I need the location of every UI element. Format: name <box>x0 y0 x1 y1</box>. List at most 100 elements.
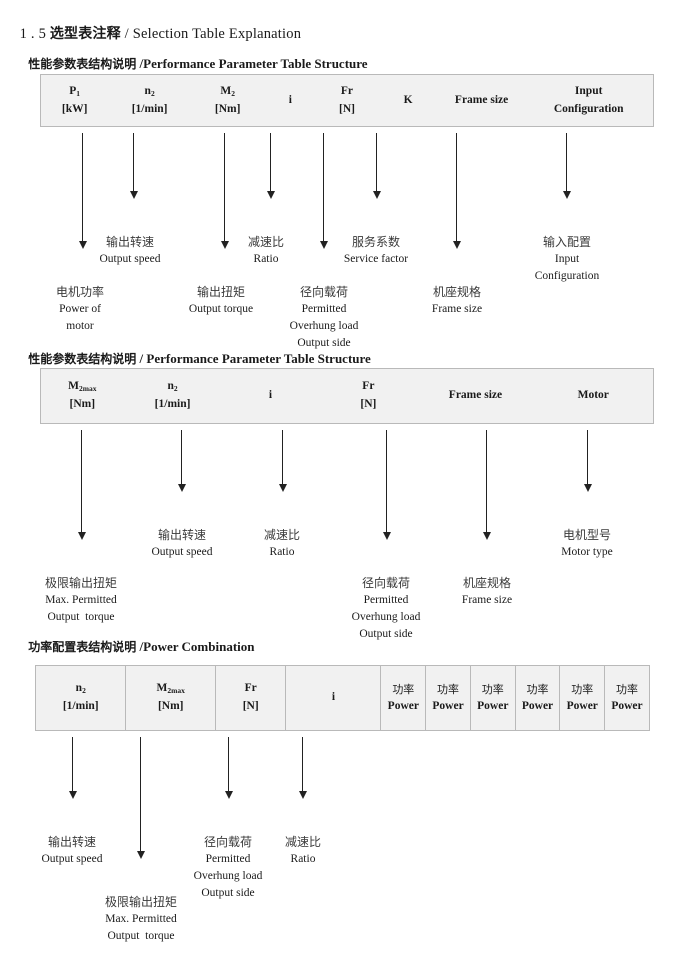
note-output-speed-3-cn: 输出转速 <box>47 834 96 849</box>
table-header-symbol: Fr <box>340 84 354 97</box>
performance-parameter-table-1: P1 [kW] n2[1/min] M2 [Nm] i Fr [N] K Frame size In… <box>40 74 654 127</box>
table-header-cell: M2max[Nm] <box>41 369 124 423</box>
table-header-cell: Motor <box>534 369 653 423</box>
table-header-symbol: P1 <box>69 84 81 98</box>
table-header-symbol: Frame size <box>448 389 503 402</box>
table-header-unit: Configuration <box>553 102 624 115</box>
note-output-speed-3-en: Output speed <box>41 852 103 865</box>
arrow-to-note-overhung-load-2 <box>382 430 391 540</box>
note-input-configuration-cn: 输入配置 <box>542 234 591 249</box>
section-heading-1-sep: / <box>136 56 144 71</box>
table-header-symbol: M2 <box>220 84 235 98</box>
section-heading-1-en: Performance Parameter Table Structure <box>143 56 368 71</box>
note-input-configuration-en: Input Configuration <box>534 252 600 282</box>
section-heading-3-sep: / <box>136 639 144 654</box>
table-header-unit: [1/min] <box>154 398 191 410</box>
arrow-to-note-output-torque <box>220 133 229 249</box>
arrow-to-note-output-speed-2 <box>177 430 186 492</box>
note-output-speed-2-cn: 输出转速 <box>157 527 206 542</box>
table-header-unit: [Nm] <box>214 102 241 115</box>
table-header-cell: M2 [Nm] <box>191 75 264 126</box>
table-header-symbol: K <box>403 93 413 106</box>
table-header-symbol: 功率 <box>526 682 549 696</box>
note-ratio-3-cn: 减速比 <box>284 834 321 849</box>
note-output-torque-cn: 输出扭矩 <box>196 284 245 299</box>
table-header-symbol: i <box>268 389 273 402</box>
table-header-unit: Power <box>387 699 419 712</box>
arrow-to-note-motor-type <box>583 430 592 492</box>
page-title-en: Selection Table Explanation <box>132 26 302 42</box>
table-header-symbol: M2max <box>68 380 97 394</box>
arrow-to-note-ratio <box>266 133 275 199</box>
table-header-symbol: Input <box>574 84 603 97</box>
page-title: 1 . 5 选型表注释 / Selection Table Explanatio… <box>12 6 301 43</box>
note-input-configuration: 输入配置 Input Configuration <box>511 198 623 302</box>
note-output-speed-1: 输出转速 Output speed <box>74 198 186 285</box>
note-output-torque-en: Output torque <box>188 302 254 315</box>
table-header-unit: Power <box>432 699 464 712</box>
note-max-output-torque-2-cn: 极限输出扭矩 <box>104 894 177 909</box>
note-frame-size-2-cn: 机座规格 <box>462 575 511 590</box>
note-overhung-load-1-cn: 径向载荷 <box>299 284 348 299</box>
table-header-unit: Power <box>611 699 643 712</box>
arrow-to-note-input-configuration <box>562 133 571 199</box>
table-header-symbol: Frame size <box>454 93 509 106</box>
note-motor-type-cn: 电机型号 <box>562 527 611 542</box>
note-frame-size-1-en: Frame size <box>431 302 483 315</box>
table-header-symbol: Fr <box>362 380 375 393</box>
table-header-symbol: Motor <box>577 389 609 402</box>
note-output-speed-1-cn: 输出转速 <box>105 234 154 249</box>
table-header-unit: Power <box>477 699 509 712</box>
table-header-symbol: i <box>331 691 336 704</box>
table-header-cell: Frame size <box>417 369 533 423</box>
section-heading-1-cn: 性能参数表结构说明 <box>28 57 137 71</box>
note-output-speed-1-en: Output speed <box>99 252 161 265</box>
table-header-symbol: n2 <box>144 84 155 98</box>
note-frame-size-1-cn: 机座规格 <box>432 284 481 299</box>
note-frame-size-2-en: Frame size <box>461 593 513 606</box>
note-ratio-2-cn: 减速比 <box>263 527 300 542</box>
table-header-unit: [kW] <box>61 102 88 115</box>
section-heading-2-sep: / <box>136 351 147 366</box>
table-header-cell: n2[1/min] <box>108 75 191 126</box>
table-header-cell: i <box>222 369 320 423</box>
table-header-cell: Fr[N] <box>214 666 285 730</box>
page-title-cn: 选型表注释 <box>49 26 121 42</box>
section-heading-3-en: Power Combination <box>143 639 255 654</box>
note-overhung-load-2-en: Permitted Overhung load Output side <box>351 593 421 641</box>
table-header-cell: P1 [kW] <box>41 75 108 126</box>
note-power-of-motor-en: Power of motor <box>59 302 101 332</box>
note-ratio-1-cn: 减速比 <box>247 234 284 249</box>
section-heading-2-cn: 性能参数表结构说明 <box>28 352 137 366</box>
table-header-cell: Fr [N] <box>319 369 417 423</box>
table-header-cell: i <box>285 666 380 730</box>
table-header-cell: K <box>378 75 439 126</box>
note-service-factor-en: Service factor <box>343 252 409 265</box>
table-header-unit: [N] <box>360 398 377 410</box>
arrow-to-note-output-speed <box>129 133 138 199</box>
table-header-unit: [N] <box>338 102 355 115</box>
page-title-separator: / <box>120 26 133 42</box>
arrow-to-note-overhung-load-3 <box>224 737 233 799</box>
table-header-cell: i <box>264 75 316 126</box>
table-header-unit: Power <box>521 699 554 712</box>
note-output-speed-3: 输出转速 Output speed <box>16 798 128 885</box>
section-heading-3-cn: 功率配置表结构说明 <box>28 640 137 654</box>
section-heading-2-en: Performance Parameter Table Structure <box>146 351 371 366</box>
